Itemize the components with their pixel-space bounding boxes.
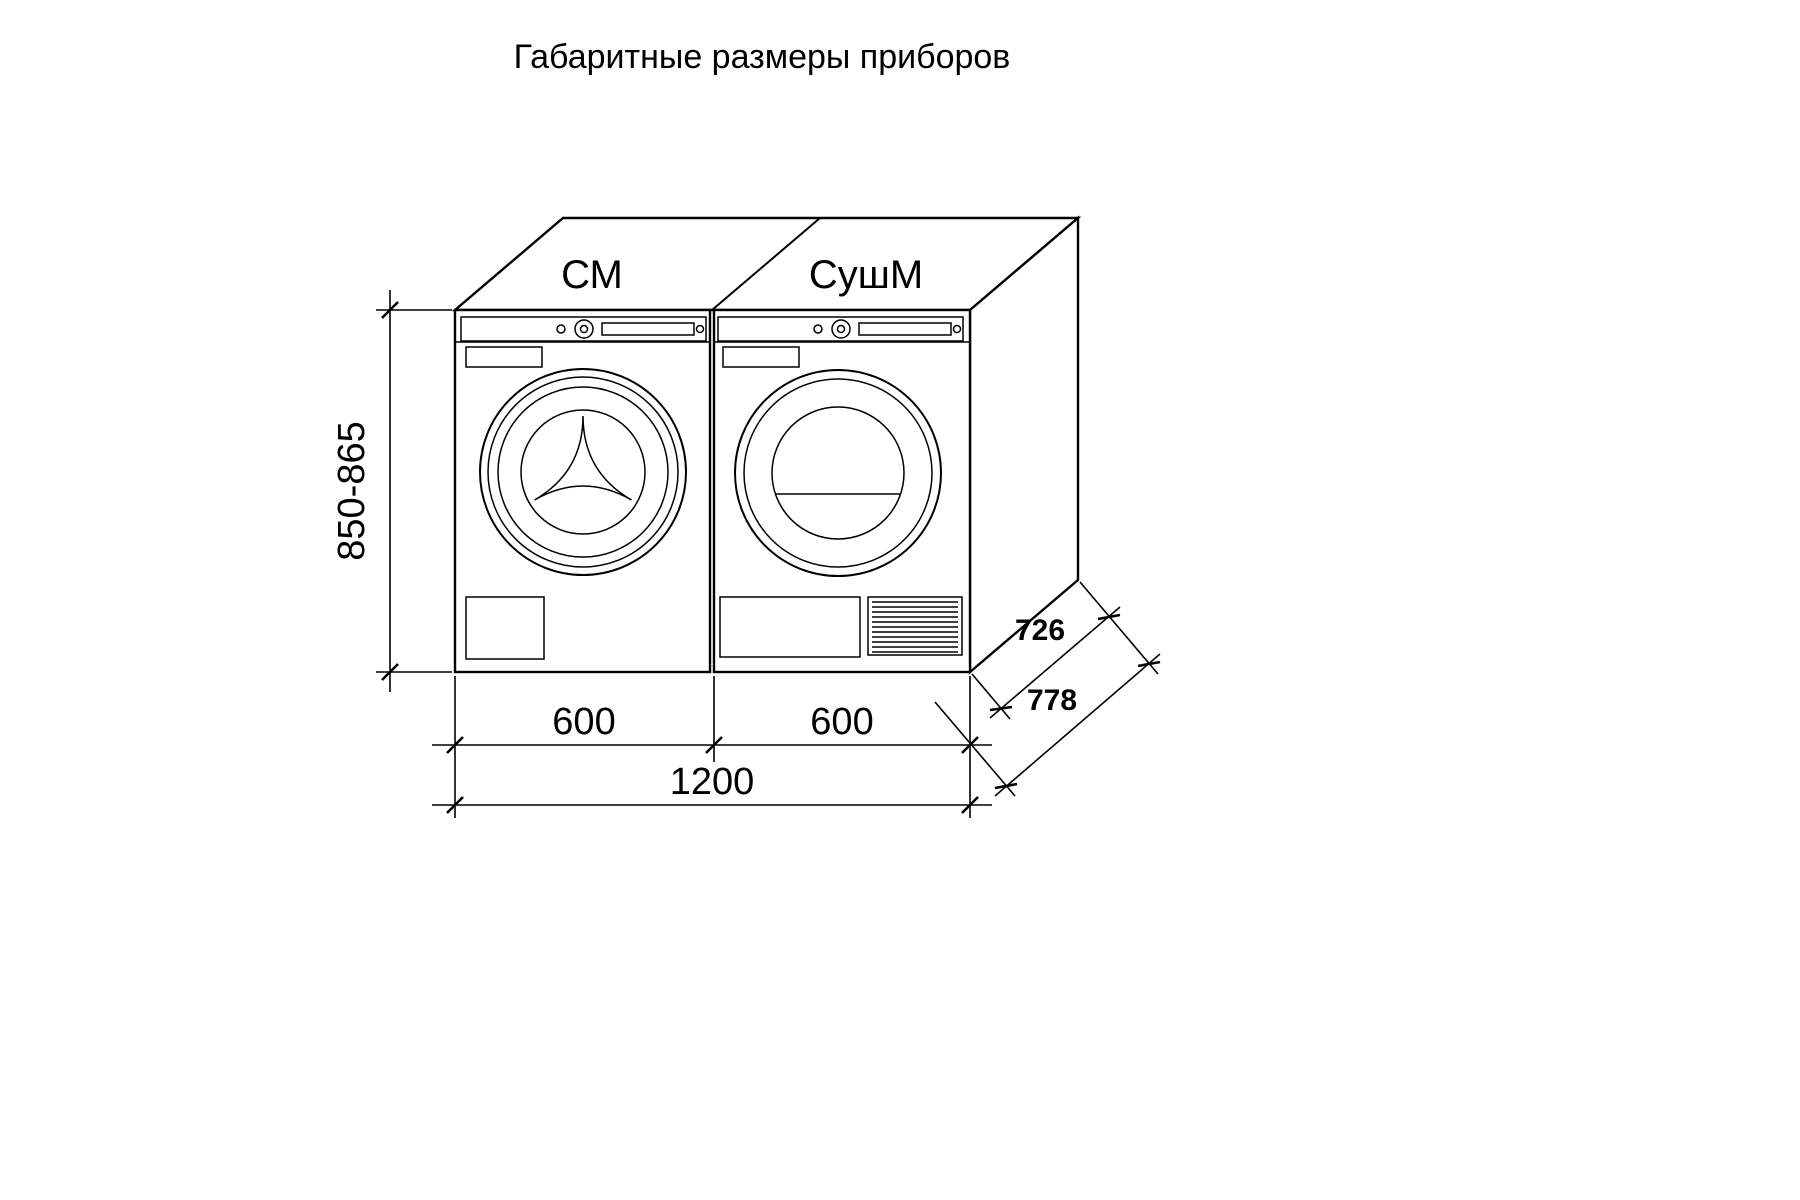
dryer-grille-frame [867,596,963,656]
dryer-drum [771,406,905,540]
dryer-front [712,308,972,674]
washer-door-outer-ring [479,368,687,576]
dimension-depth-778: 778 [934,653,1161,797]
width-tick-left [446,736,464,754]
dryer-knob-center-icon [836,324,846,334]
width-tick-middle [705,736,723,754]
dryer-knob-icon [831,319,851,339]
depth-dim-line [989,606,1121,719]
total-width-value: 1200 [670,761,755,803]
washer-front [453,308,712,674]
washer-control-panel [460,316,707,342]
depth-tick-front [989,705,1013,712]
depth-ext-back [1079,581,1159,675]
dimension-total-width: 1200 [432,761,992,814]
washer-service-hatch [465,596,545,660]
washer-detergent-drawer [465,346,543,368]
dryer-vent-grille [867,596,963,656]
dimension-widths: 600 600 [432,676,992,818]
washer-button2-icon [695,324,705,334]
dryer-button-icon [813,324,823,334]
depth-ext-front [971,673,1011,720]
dimension-height: 850-865 [331,290,452,692]
top-face-divider [711,217,821,311]
total-width-tick-left [446,796,464,814]
dryer-label: СушМ [809,253,923,297]
total-depth-ext-front [934,701,1016,797]
page-title: Габаритные размеры приборов [514,38,1011,76]
washer-knob-icon [574,319,594,339]
dryer-door-glass [743,378,933,568]
depth-body-value: 726 [1015,614,1065,647]
dimension-depth-726: 726 [971,581,1159,720]
dryer-drawer [722,346,800,368]
dryer-condenser-hatch [719,596,861,658]
dryer-display [858,322,952,336]
washer-label: СМ [561,253,623,297]
height-value: 850-865 [331,421,373,560]
washer-display [601,322,695,336]
dryer-width-value: 600 [810,701,873,743]
washer-door-glass [497,386,669,558]
depth-tick-back [1097,613,1121,621]
washer-button-icon [556,324,566,334]
total-depth-tick-front [994,782,1018,790]
dryer-control-panel [717,316,964,342]
total-depth-tick-back [1137,660,1161,668]
total-width-tick-right [961,796,979,814]
dryer-button2-icon [952,324,962,334]
washer-door [479,368,687,576]
washer-width-value: 600 [552,701,615,743]
washer-drum-paddles [534,415,632,501]
washer-knob-center-icon [579,324,589,334]
dryer-door-outer-ring [734,369,942,577]
washer-drum [520,409,646,535]
dryer-grille-slats [872,601,958,653]
width-tick-right [961,736,979,754]
washer-door-mid-ring [487,376,679,568]
dryer-door [734,369,942,577]
height-tick-bottom [381,663,399,681]
height-tick-top [381,301,399,319]
total-depth-dim-line [994,653,1161,797]
washer-body [453,308,712,674]
depth-total-value: 778 [1027,684,1077,717]
